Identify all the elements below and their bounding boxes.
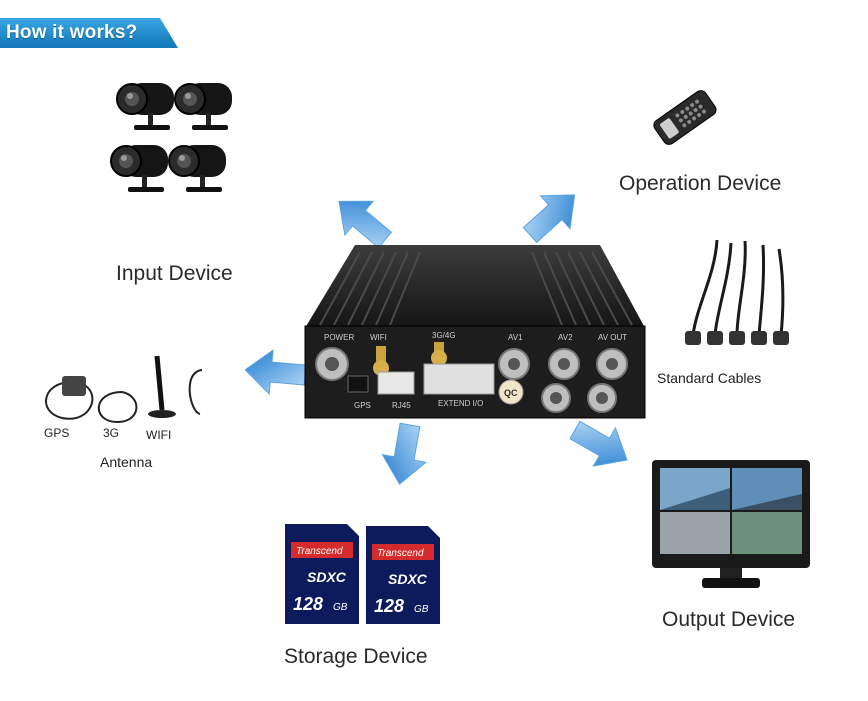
sd-card-2: Transcend SDXC 128 GB — [366, 526, 440, 624]
antenna-label: Antenna — [100, 454, 153, 470]
sd-card-1-brand: Transcend — [296, 546, 343, 557]
camera-icon-group — [110, 82, 233, 193]
sd-card-2-type: SDXC — [388, 571, 428, 587]
port-wifi-label: WIFI — [370, 333, 387, 342]
input-device-label: Input Device — [116, 262, 233, 285]
port-av1-label: AV1 — [508, 333, 523, 342]
sd-card-1-type: SDXC — [307, 569, 347, 585]
wifi-label: WIFI — [146, 428, 172, 442]
qc-sticker: QC — [504, 388, 518, 398]
standard-cables-label: Standard Cables — [657, 370, 762, 386]
banner-title: How it works? — [6, 22, 138, 43]
port-av2-label: AV2 — [558, 333, 573, 342]
sd-card-1-unit: GB — [333, 602, 348, 613]
3g-label: 3G — [103, 426, 120, 440]
storage-device-label: Storage Device — [284, 645, 428, 668]
arrow-to-antenna-icon — [242, 347, 308, 398]
port-power-label: POWER — [324, 333, 354, 342]
output-device-label: Output Device — [662, 608, 796, 631]
monitor-icon — [652, 460, 810, 588]
antenna-icon-group — [45, 355, 203, 424]
operation-device-label: Operation Device — [619, 172, 782, 195]
gps-label: GPS — [44, 426, 70, 440]
cables-icon — [685, 239, 789, 345]
sd-card-2-capacity: 128 — [374, 596, 404, 616]
banner-tab — [0, 18, 178, 48]
remote-control-icon — [653, 90, 717, 145]
mobile-dvr-unit: POWER WIFI 3G/4G AV1 AV2 AV OUT GPS RJ45… — [304, 245, 646, 419]
arrow-to-storage-icon — [377, 420, 433, 489]
sd-card-1-capacity: 128 — [293, 594, 323, 614]
sd-card-1: Transcend SDXC 128 GB — [285, 524, 359, 624]
port-3g4g-label: 3G/4G — [432, 331, 456, 340]
sd-card-2-brand: Transcend — [377, 548, 424, 559]
port-avout-label: AV OUT — [598, 333, 627, 342]
port-extend-label: EXTEND I/O — [438, 399, 483, 408]
port-gps-label: GPS — [354, 401, 371, 410]
sd-card-2-unit: GB — [414, 604, 429, 615]
port-rj45-label: RJ45 — [392, 401, 411, 410]
